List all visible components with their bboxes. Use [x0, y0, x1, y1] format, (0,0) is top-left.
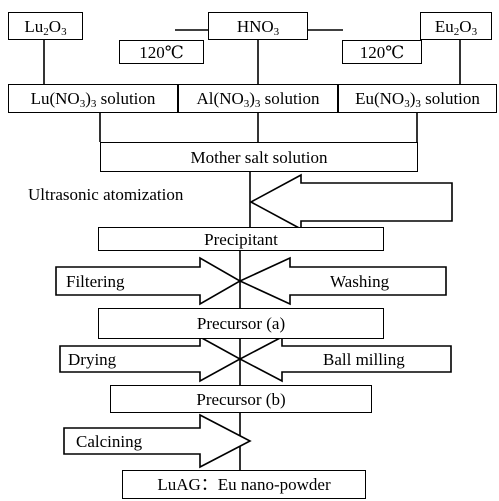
lu-nitrate-box: Lu(NO3)3 solution: [8, 84, 178, 113]
hno3-box: HNO3: [208, 12, 308, 40]
al-nitrate-box: Al(NO3)3 solution: [178, 84, 338, 113]
eu2o3-box: Eu2O3: [420, 12, 492, 40]
product-box: LuAG：Eu nano-powder: [122, 470, 366, 499]
ball-milling-arrow: [238, 335, 452, 383]
filtering-arrow: [55, 256, 242, 306]
mother-salt-label: Mother salt solution: [190, 147, 328, 167]
lu2o3-box: Lu2O3: [8, 12, 83, 40]
precursor-b-box: Precursor (b): [110, 385, 372, 413]
mother-salt-box: Mother salt solution: [100, 142, 418, 172]
filtering-label: Filtering: [66, 272, 125, 291]
precipitant-box: Precipitant: [98, 227, 384, 251]
temp-right-label: 120℃: [359, 42, 405, 62]
temp-left-box: 120℃: [119, 40, 204, 64]
washing-arrow: [238, 256, 447, 306]
drying-label: Drying: [68, 350, 117, 369]
ultrasonic-arrow: [249, 173, 453, 231]
ultrasonic-label: Ultrasonic atomization: [28, 185, 184, 204]
product-label: LuAG：Eu nano-powder: [157, 475, 331, 494]
drying-arrow: [59, 335, 242, 383]
eu-nitrate-box: Eu(NO3)3 solution: [338, 84, 497, 113]
temp-right-box: 120℃: [342, 40, 422, 64]
precursor-a-box: Precursor (a): [98, 308, 384, 339]
precursor-b-label: Precursor (b): [196, 389, 286, 409]
precursor-a-label: Precursor (a): [196, 314, 286, 333]
temp-left-label: 120℃: [139, 42, 184, 62]
precipitant-label: Precipitant: [204, 229, 278, 249]
calcining-arrow: [63, 413, 252, 469]
calcining-label: Calcining: [76, 432, 143, 451]
washing-label: Washing: [330, 272, 390, 291]
ball-milling-label: Ball milling: [323, 350, 405, 369]
